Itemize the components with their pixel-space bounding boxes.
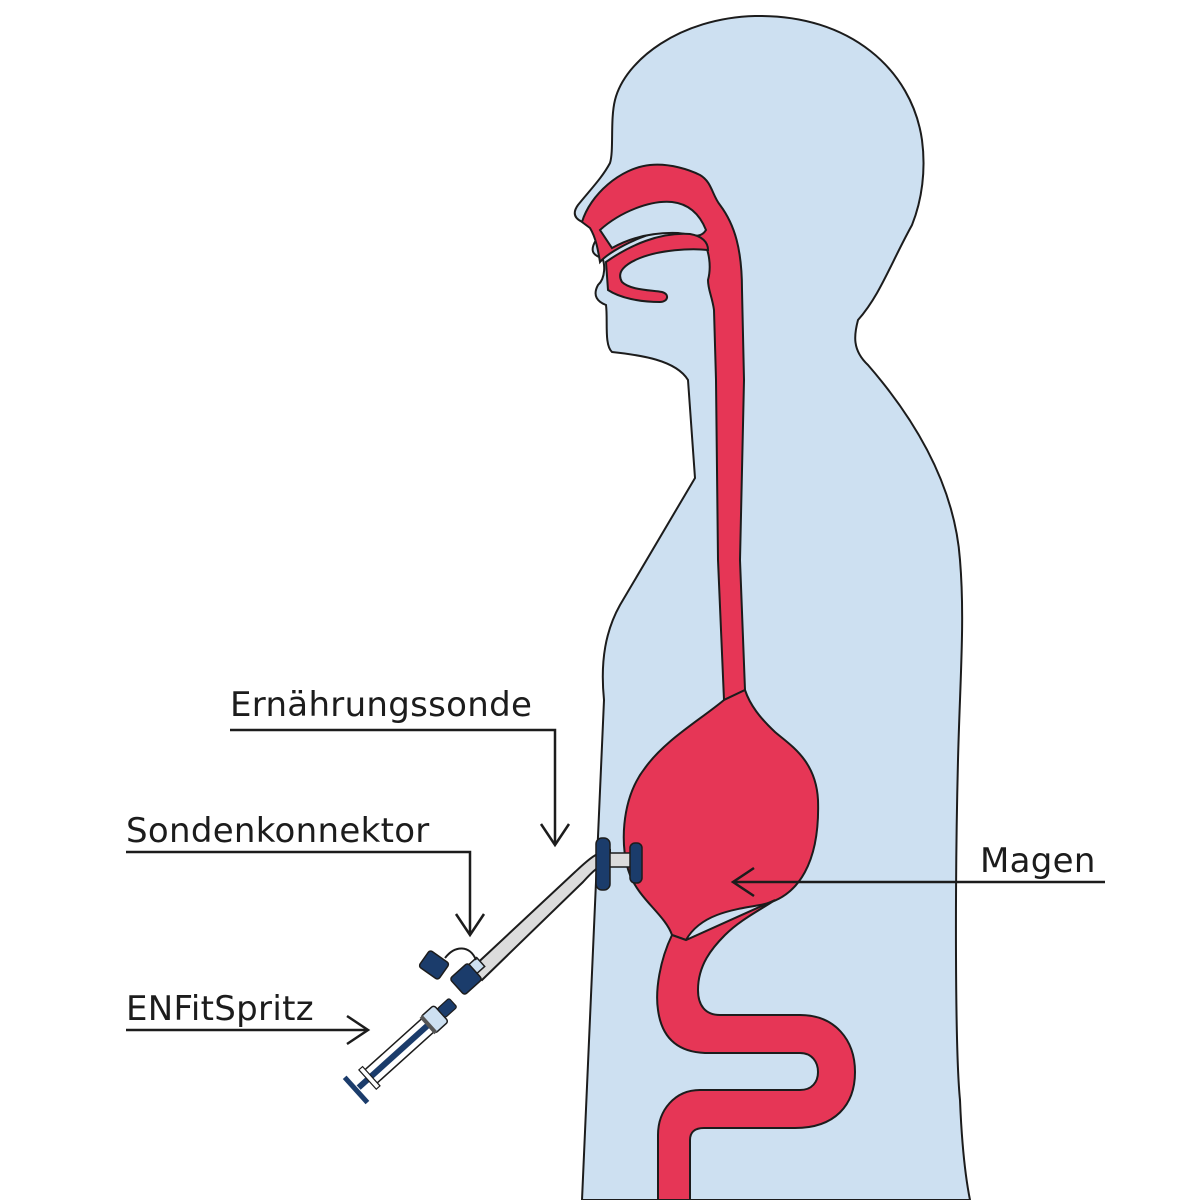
oral-cavity [604, 232, 710, 304]
arrowhead-syringe [346, 1014, 371, 1046]
intestine [656, 899, 857, 1200]
nasal-cavity [580, 163, 747, 702]
tube-connector [450, 963, 482, 995]
enfit-syringe [342, 998, 457, 1105]
arrowhead-stomach [730, 866, 755, 898]
stomach [622, 688, 820, 942]
cap-tether [444, 947, 477, 961]
label-stomach: Magen [980, 841, 1096, 881]
label-syringe: ENFitSpritz [126, 989, 314, 1029]
feeding-tube [468, 848, 611, 982]
leader-feeding-tube [230, 728, 557, 845]
label-tube-connector: Sondenkonnektor [126, 811, 430, 851]
leader-tube-connector [126, 850, 472, 935]
arrowhead-tube-connector [454, 913, 486, 938]
internal-bolster [629, 842, 643, 884]
connector-cap [418, 950, 450, 980]
arrowhead-feeding-tube [539, 823, 571, 848]
external-bolster [595, 837, 611, 891]
label-feeding-tube: Ernährungssonde [230, 685, 533, 725]
palate [598, 200, 708, 250]
